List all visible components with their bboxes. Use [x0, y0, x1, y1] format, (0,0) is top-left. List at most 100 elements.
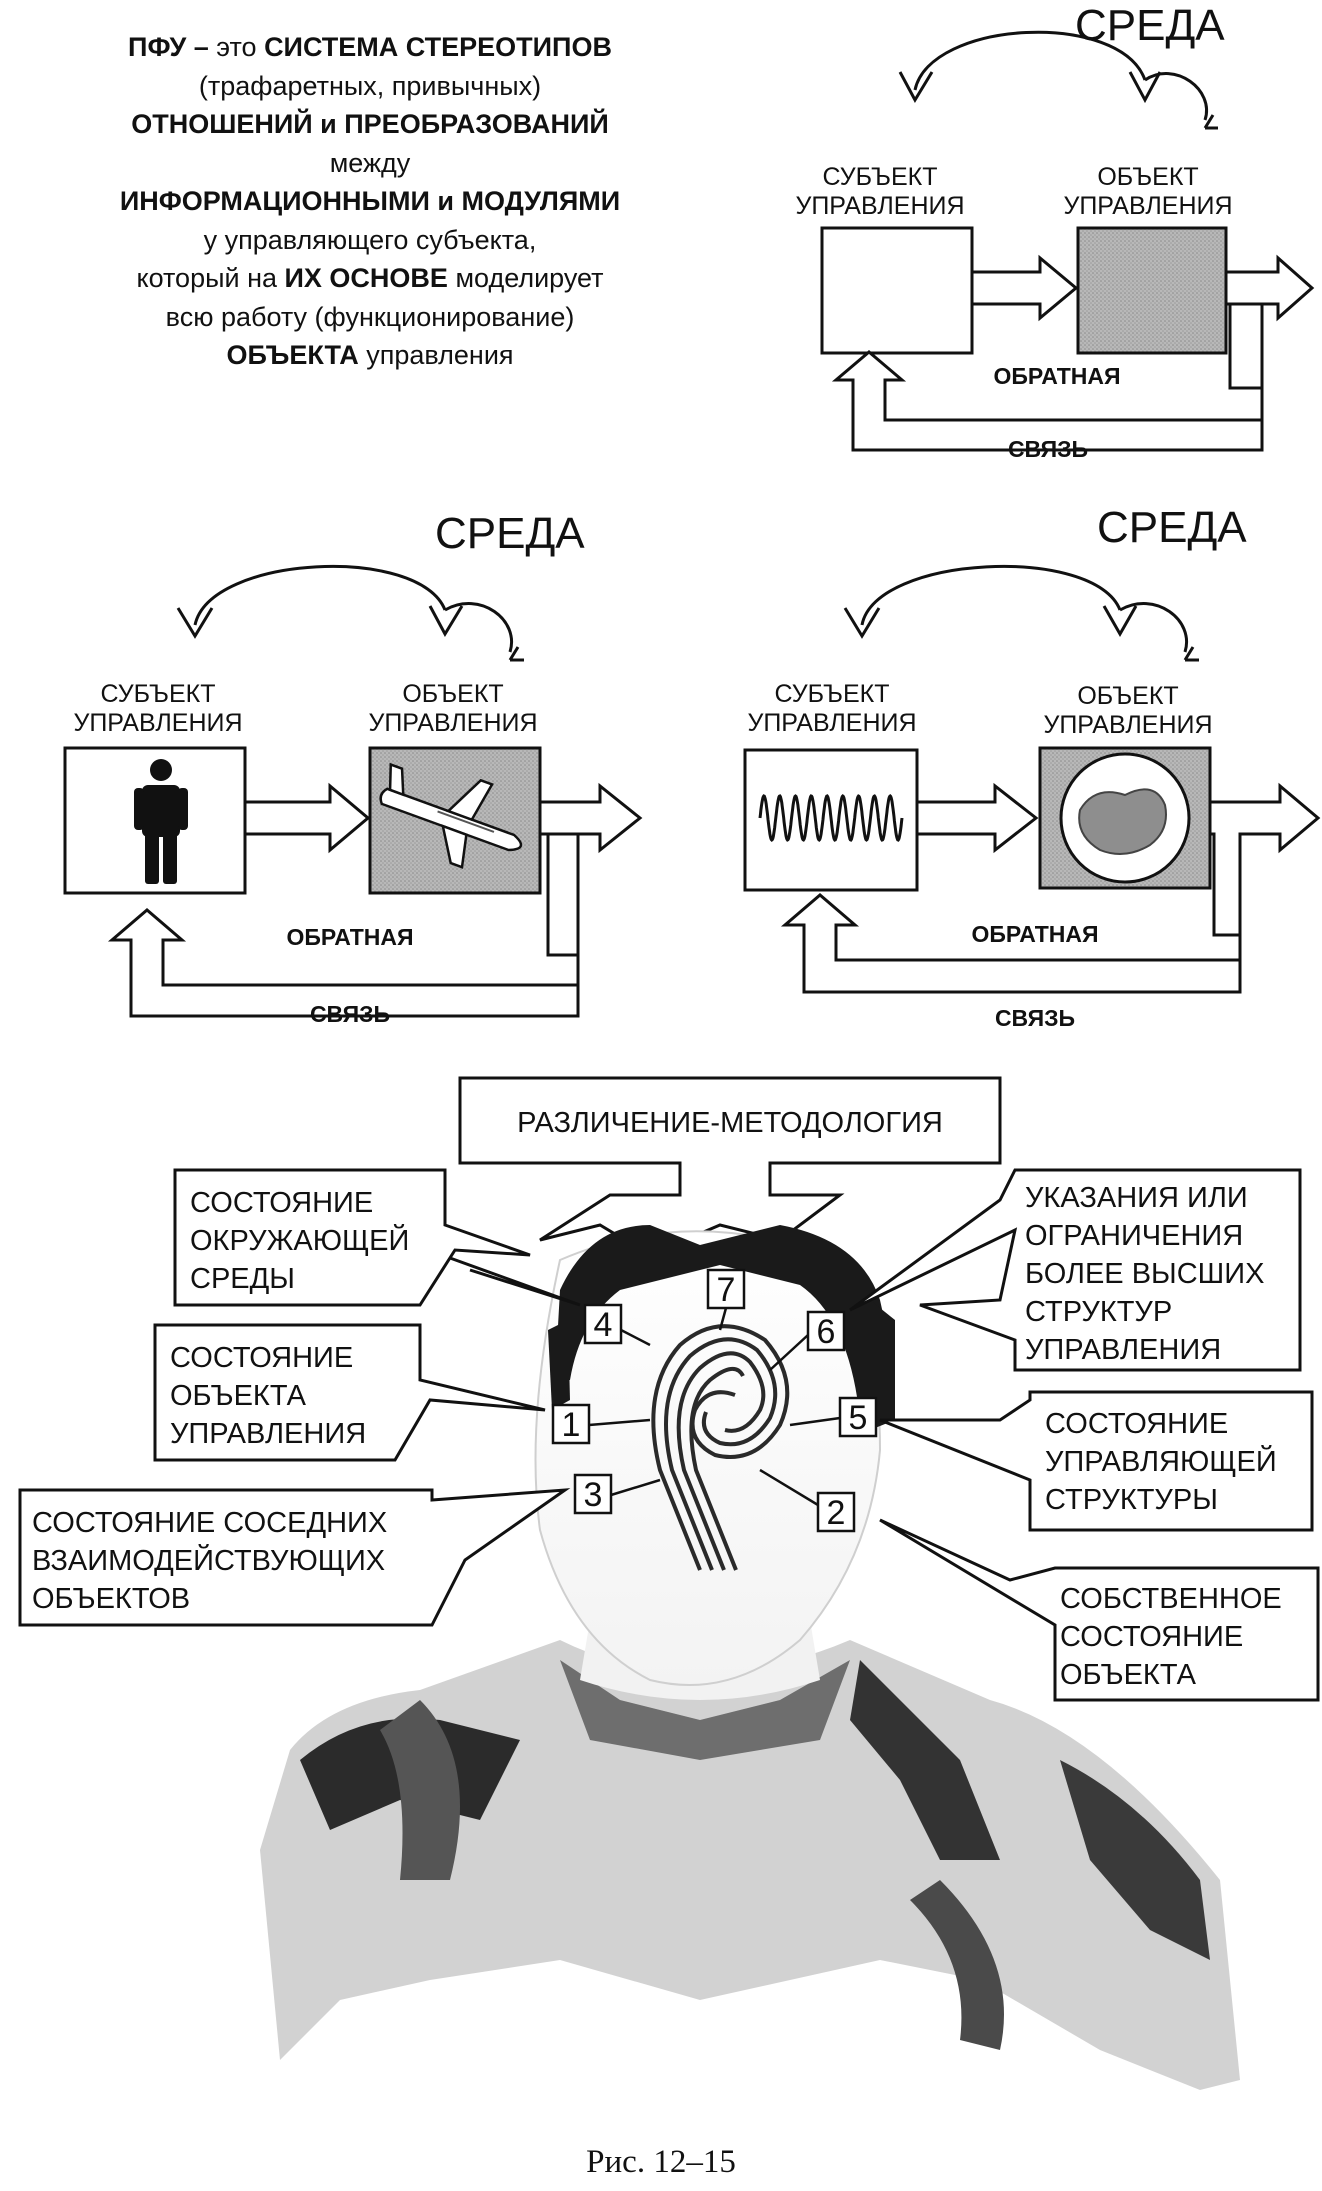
- callout-text: УКАЗАНИЯ ИЛИ: [1025, 1182, 1248, 1214]
- feedback-label: ОБРАТНАЯ: [286, 924, 413, 950]
- arc-arrowhead-left: [898, 71, 934, 104]
- callout-control-state: СОСТОЯНИЕ УПРАВЛЯЮЩЕЙ СТРУКТУРЫ: [879, 1390, 1314, 1532]
- badge-3: 3: [584, 1476, 603, 1514]
- object-label: УПРАВЛЕНИЯ: [1063, 192, 1232, 220]
- callout-neighbors-state: СОСТОЯНИЕ СОСЕДНИХ ВЗАИМОДЕЙСТВУЮЩИХ ОБЪ…: [18, 1488, 571, 1627]
- badge-4-box: [583, 1303, 623, 1345]
- methodology-label: РАЗЛИЧЕНИЕ-МЕТОДОЛОГИЯ: [517, 1107, 943, 1139]
- callout-own-state: СОБСТВЕННОЕ СОСТОЯНИЕ ОБЪЕКТА: [879, 1518, 1320, 1702]
- badge-4: 4: [594, 1306, 613, 1344]
- callout-text: УПРАВЛЕНИЯ: [1025, 1334, 1221, 1366]
- object-label: УПРАВЛЕНИЯ: [368, 709, 537, 737]
- person-icon: [134, 759, 188, 884]
- feedback-arrow: [107, 782, 643, 1018]
- environment-arc: [860, 564, 1122, 626]
- callout-text: ВЗАИМОДЕЙСТВУЮЩИХ: [32, 1543, 385, 1577]
- callout-text: БОЛЕЕ ВЫСШИХ: [1025, 1258, 1264, 1290]
- arc-arrowhead-left: [176, 607, 214, 639]
- arc-arrowhead-right: [1128, 71, 1162, 104]
- callout-text: УПРАВЛЯЮЩЕЙ: [1045, 1444, 1277, 1478]
- arc-arrowhead-right: [428, 605, 464, 638]
- callout-text: ОГРАНИЧЕНИЯ: [1025, 1220, 1243, 1252]
- callout-text: СОСТОЯНИЕ СОСЕДНИХ: [32, 1507, 387, 1539]
- environment-arc: [193, 565, 447, 626]
- feedback-label: СВЯЗЬ: [310, 1001, 390, 1027]
- methodology-box: [458, 1076, 1002, 1257]
- environment-curl: [1119, 602, 1188, 653]
- object-label: ОБЪЕКТ: [1097, 163, 1198, 191]
- subject-label: СУБЪЕКТ: [823, 163, 938, 191]
- subject-label: СУБЪЕКТ: [101, 680, 216, 708]
- callout-higher-orders: УКАЗАНИЯ ИЛИ ОГРАНИЧЕНИЯ БОЛЕЕ ВЫСШИХ СТ…: [849, 1168, 1302, 1372]
- badge-5: 5: [849, 1399, 868, 1437]
- environment-arc: [913, 30, 1147, 91]
- object-label: ОБЪЕКТ: [402, 680, 503, 708]
- shirt-shadow: [1060, 1760, 1210, 1960]
- forward-arrow: [970, 254, 1079, 322]
- loop-diagram-2: СРЕДА СУБЪЕКТ УПРАВЛЕНИЯ ОБЪЕКТ УПРАВЛЕН…: [63, 509, 643, 1027]
- feedback-label: ОБРАТНАЯ: [971, 921, 1098, 947]
- environment-curl: [444, 602, 513, 653]
- environment-label: СРЕДА: [435, 509, 585, 558]
- shirt-fold: [380, 1700, 460, 1880]
- shirt-shadow: [850, 1660, 1000, 1860]
- object-label: ОБЪЕКТ: [1077, 682, 1178, 710]
- callout-text: СОБСТВЕННОЕ: [1060, 1583, 1282, 1615]
- environment-curl: [1144, 72, 1209, 121]
- hair-side: [548, 1320, 570, 1410]
- callout-object-state: СОСТОЯНИЕ ОБЪЕКТА УПРАВЛЕНИЯ: [153, 1323, 546, 1462]
- callout-text: СОСТОЯНИЕ: [1045, 1408, 1228, 1440]
- feedback-label: СВЯЗЬ: [1008, 436, 1088, 462]
- subject-label: УПРАВЛЕНИЯ: [795, 192, 964, 220]
- subject-box: [820, 226, 974, 355]
- hair: [555, 1225, 888, 1420]
- callout-text: ОБЪЕКТА: [1060, 1659, 1197, 1691]
- badge-7: 7: [717, 1271, 736, 1309]
- arc-arrowhead-right: [1102, 605, 1138, 638]
- badge-6-box: [806, 1310, 846, 1352]
- callout-text: СРЕДЫ: [190, 1263, 295, 1295]
- callout-text: СОСТОЯНИЕ: [1060, 1621, 1243, 1653]
- feedback-inner: [1210, 832, 1240, 937]
- callout-text: СОСТОЯНИЕ: [190, 1187, 373, 1219]
- object-label: УПРАВЛЕНИЯ: [1043, 711, 1212, 739]
- badge-6: 6: [817, 1313, 836, 1351]
- callout-text: СОСТОЯНИЕ: [170, 1342, 353, 1374]
- callout-text: СТРУКТУР: [1025, 1296, 1172, 1328]
- airplane-icon: [379, 762, 523, 869]
- feedback-inner: [540, 832, 578, 957]
- head-diagram: РАЗЛИЧЕНИЕ-МЕТОДОЛОГИЯ: [18, 1076, 1320, 2090]
- forward-arrow: [915, 782, 1039, 854]
- badge-7-box: [706, 1268, 746, 1310]
- curl-arrowhead: [508, 646, 524, 662]
- curl-arrowhead: [1183, 646, 1199, 662]
- shirt-fold: [910, 1880, 1004, 2050]
- feedback-label: СВЯЗЬ: [995, 1005, 1075, 1031]
- callout-text: ОБЪЕКТОВ: [32, 1583, 190, 1615]
- badge-1: 1: [562, 1406, 581, 1444]
- badge-2: 2: [827, 1494, 846, 1532]
- callout-text: УПРАВЛЕНИЯ: [170, 1418, 366, 1450]
- loop-diagram-3: СРЕДА СУБЪЕКТ УПРАВЛЕНИЯ ОБЪЕКТ УПРАВЛЕН…: [743, 503, 1321, 1031]
- object-box: [1076, 226, 1228, 355]
- feedback-arrow: [831, 254, 1315, 452]
- environment-label: СРЕДА: [1097, 503, 1247, 552]
- subject-label: УПРАВЛЕНИЯ: [73, 709, 242, 737]
- callout-text: СТРУКТУРЫ: [1045, 1484, 1218, 1516]
- badge-2-box: [816, 1491, 856, 1533]
- intro-text: ПФУ – это СИСТЕМА СТЕРЕОТИПОВ (трафаретн…: [119, 32, 621, 370]
- feedback-label: ОБРАТНАЯ: [993, 363, 1120, 389]
- spiral-symbol: [651, 1324, 790, 1571]
- collar: [560, 1660, 850, 1760]
- feedback-inner: [1228, 304, 1262, 390]
- callout-text: ОКРУЖАЮЩЕЙ: [190, 1223, 409, 1257]
- callout-environment-state: СОСТОЯНИЕ ОКРУЖАЮЩЕЙ СРЕДЫ: [173, 1168, 581, 1307]
- subject-label: СУБЪЕКТ: [775, 680, 890, 708]
- forward-arrow: [243, 782, 371, 854]
- globe-icon: [1059, 752, 1191, 884]
- feedback-arrow: [780, 782, 1321, 994]
- loop-diagram-1: СРЕДА СУБЪЕКТ УПРАВЛЕНИЯ ОБЪЕКТ УПРАВЛЕН…: [795, 1, 1315, 462]
- badge-5-box: [838, 1396, 878, 1438]
- figure-caption: Рис. 12–15: [586, 2144, 736, 2180]
